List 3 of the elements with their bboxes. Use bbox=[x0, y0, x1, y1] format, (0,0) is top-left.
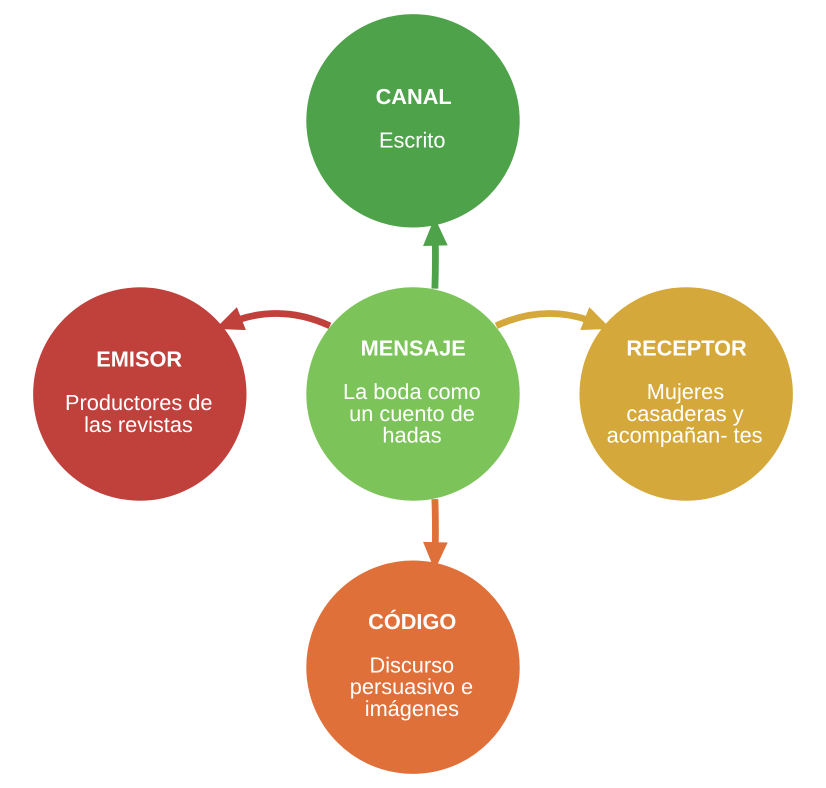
node-circle: CÓDIGO Discurso persuasivo e imágenes bbox=[304, 559, 522, 776]
node-circle: MENSAJE La boda como un cuento de hadas bbox=[304, 286, 522, 502]
node-circle: CANAL Escrito bbox=[304, 12, 522, 229]
